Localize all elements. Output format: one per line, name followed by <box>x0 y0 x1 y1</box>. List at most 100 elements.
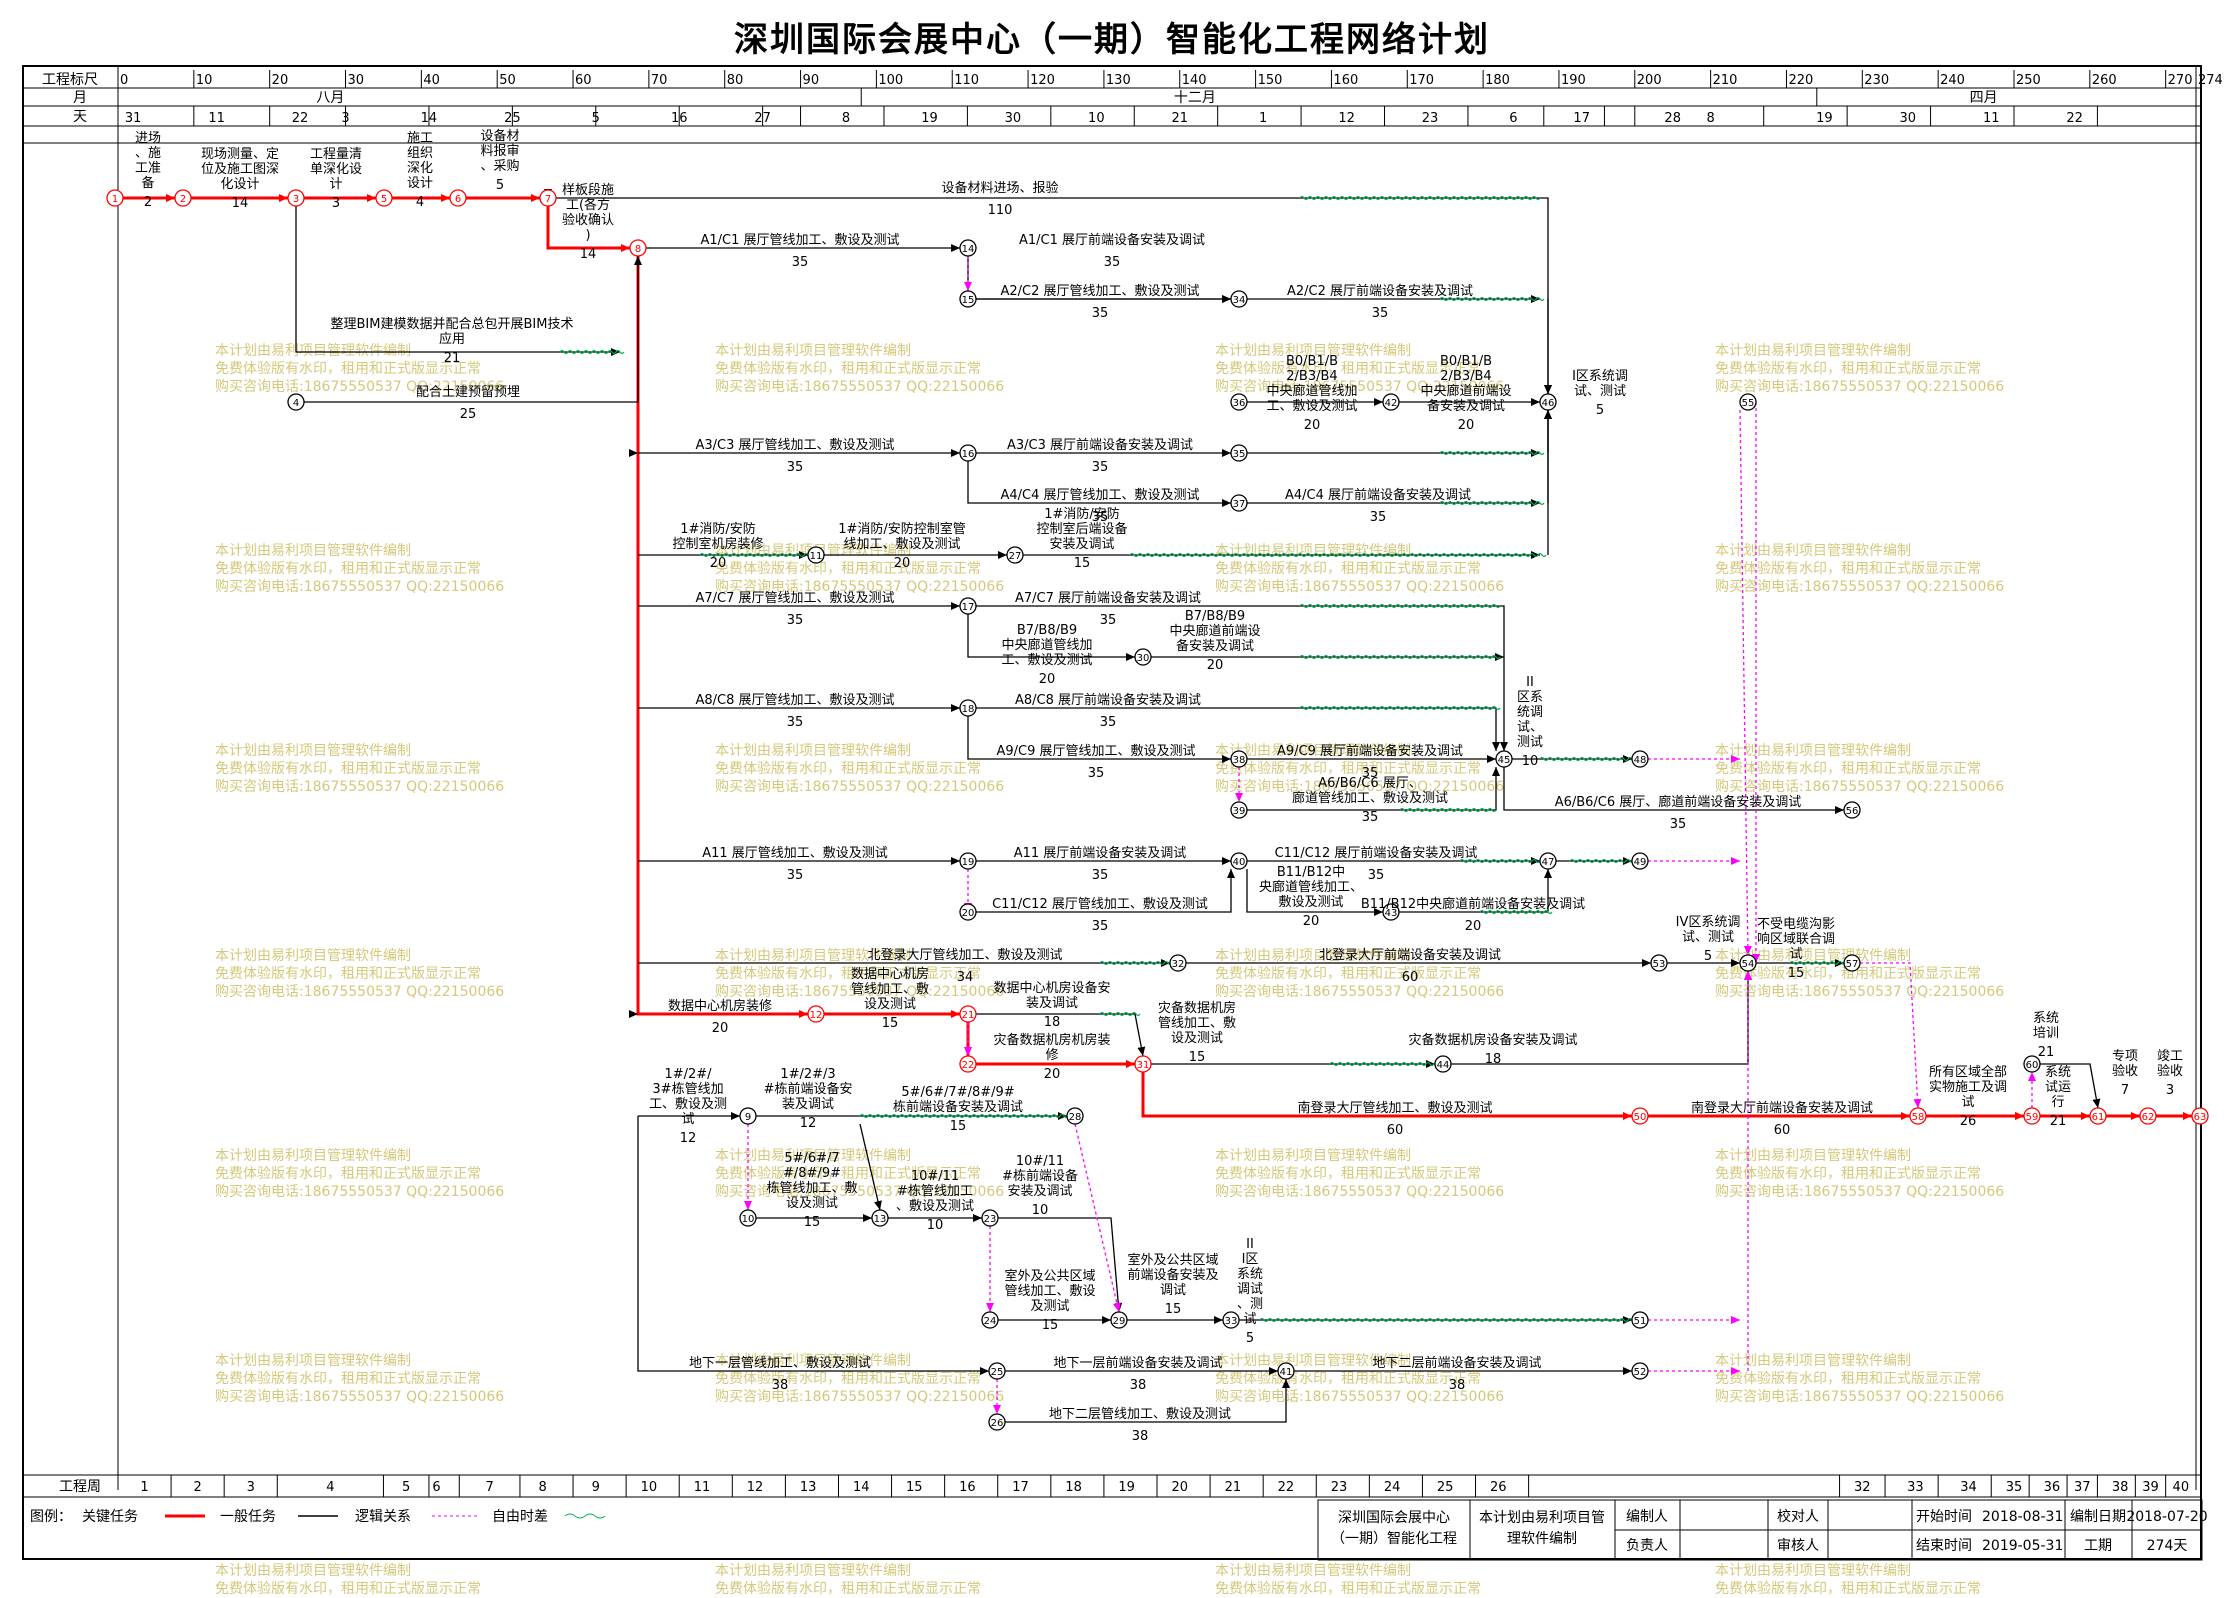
node-circle <box>2023 1107 2041 1125</box>
week-value: 2 <box>193 1480 201 1495</box>
node-number: 37 <box>1233 499 1246 510</box>
node-circle <box>1222 1311 1240 1329</box>
watermark-text: 购买咨询电话:18675550537 QQ:22150066 <box>1215 779 1504 795</box>
watermark-text: 购买咨询电话:18675550537 QQ:22150066 <box>215 1184 504 1200</box>
node-number: 55 <box>1742 398 1755 409</box>
ruler-tick-label: 80 <box>727 73 744 88</box>
watermark-text: 免费体验版有水印，租用和正式版显示正常 <box>1215 561 1481 577</box>
node-circle <box>959 852 977 870</box>
day-value: 28 <box>1664 111 1681 126</box>
activity-name: 1#/2#/ <box>664 1067 712 1082</box>
month-name: 八月 <box>316 90 344 106</box>
activity-name: A7/C7 展厅管线加工、敷设及测试 <box>695 591 894 606</box>
legend-float-label: 自由时差 <box>492 1509 548 1525</box>
node-circle <box>1230 290 1248 308</box>
free-float-line <box>1259 1317 1637 1323</box>
activity-name: 灾备数据机房 <box>1158 1000 1236 1016</box>
activity-arrow <box>976 869 1235 913</box>
footer-end-label: 结束时间 <box>1916 1538 1972 1554</box>
activity-name: 设及测试 <box>1171 1031 1223 1046</box>
activity-name: 试 <box>1961 1095 1974 1110</box>
node-circle <box>1539 393 1557 411</box>
activity-name: 10#/11 <box>1016 1154 1064 1169</box>
activity-duration: 20 <box>1465 919 1482 934</box>
watermark-text: 免费体验版有水印，租用和正式版显示正常 <box>1215 1166 1481 1182</box>
week-value: 5 <box>402 1480 410 1495</box>
activity-duration: 38 <box>1449 1378 1466 1393</box>
activity-name: 备 <box>141 175 154 191</box>
activity-name: 工、敷设及测 <box>649 1097 727 1112</box>
activity-name: 中央廊道管线加 <box>1266 383 1357 399</box>
watermark-text: 免费体验版有水印，租用和正式版显示正常 <box>1715 1166 1981 1182</box>
activity-name: 试 <box>1243 1312 1256 1327</box>
ruler-tick-label: 110 <box>954 73 979 88</box>
watermark-text: 免费体验版有水印，租用和正式版显示正常 <box>1215 761 1481 777</box>
activity-duration: 35 <box>1092 460 1109 475</box>
activity-name: 北登录大厅管线加工、敷设及测试 <box>867 948 1062 963</box>
watermark-text: 免费体验版有水印，租用和正式版显示正常 <box>1215 1581 1481 1597</box>
node-number: 6 <box>455 194 461 205</box>
node-number: 19 <box>962 857 975 868</box>
node-circle <box>449 189 467 207</box>
month-name: 十二月 <box>1174 90 1216 106</box>
day-value: 22 <box>292 111 309 126</box>
activity-name: 、测 <box>1237 1297 1263 1312</box>
activity-name: A9/C9 展厅管线加工、敷设及测试 <box>996 744 1195 759</box>
ruler-tick-label: 240 <box>1940 73 1965 88</box>
activity-name: C11/C12 展厅前端设备安装及调试 <box>1275 845 1478 861</box>
activity-name: 北登录大厅前端设备安装及调试 <box>1319 947 1501 963</box>
activity-arrow <box>637 1116 989 1375</box>
watermark-text: 免费体验版有水印，租用和正式版显示正常 <box>1715 1581 1981 1597</box>
node-circle <box>1230 801 1248 819</box>
watermark-text: 免费体验版有水印，租用和正式版显示正常 <box>1215 361 1481 377</box>
watermark-text: 购买咨询电话:18675550537 QQ:22150066 <box>215 579 504 595</box>
watermark-text: 本计划由易利项目管理软件编制 <box>1215 1148 1411 1164</box>
activity-name: A11 展厅前端设备安装及调试 <box>1014 845 1187 861</box>
node-number: 43 <box>1385 908 1398 919</box>
activity-name: A7/C7 展厅前端设备安装及调试 <box>1015 590 1201 606</box>
node-number: 5 <box>381 194 387 205</box>
free-float-line <box>1299 654 1501 660</box>
week-value: 13 <box>800 1480 817 1495</box>
legend-float-line <box>564 1513 606 1519</box>
watermark-text: 购买咨询电话:18675550537 QQ:22150066 <box>1715 1184 2004 1200</box>
activity-arrow <box>1860 962 1922 1109</box>
activity-name: 装及调试 <box>782 1097 834 1112</box>
week-label: 工程周 <box>59 1479 101 1495</box>
ruler-tick-label: 200 <box>1637 73 1662 88</box>
week-value: 21 <box>1225 1480 1242 1495</box>
node-circle <box>1739 393 1757 411</box>
watermark-text: 免费体验版有水印，租用和正式版显示正常 <box>715 1371 981 1387</box>
node-number: 22 <box>962 1060 975 1071</box>
watermark-text: 免费体验版有水印，租用和正式版显示正常 <box>215 761 481 777</box>
activity-name: IV区系统调 <box>1676 915 1741 930</box>
ruler-tick-label: 180 <box>1485 73 1510 88</box>
week-value: 19 <box>1118 1480 1135 1495</box>
activity-arrow <box>976 605 1508 751</box>
activity-arrow <box>1246 869 1383 916</box>
node-number: 57 <box>1846 959 1859 970</box>
watermark-text: 购买咨询电话:18675550537 QQ:22150066 <box>215 379 504 395</box>
day-value: 11 <box>1983 111 2000 126</box>
node-number: 28 <box>1069 1112 1082 1123</box>
activity-duration: 15 <box>1788 966 1805 981</box>
activity-name: A3/C3 展厅前端设备安装及调试 <box>1007 437 1193 453</box>
activity-duration: 35 <box>1092 868 1109 883</box>
activity-name: 区系 <box>1517 690 1543 705</box>
ruler-tick-label: 20 <box>272 73 289 88</box>
activity-name: 2/B3/B4 <box>1440 369 1491 384</box>
activity-name: 进场 <box>135 131 161 146</box>
activity-duration: 60 <box>1774 1123 1791 1138</box>
activity-duration: 60 <box>1387 1123 1404 1138</box>
node-number: 34 <box>1233 295 1246 306</box>
activity-name: A9/C9 展厅前端设备安装及调试 <box>1277 743 1463 759</box>
watermark-text: 免费体验版有水印，租用和正式版显示正常 <box>1715 561 1981 577</box>
ruler-tick-label: 210 <box>1713 73 1738 88</box>
day-value: 30 <box>1900 111 1917 126</box>
activity-duration: 18 <box>1044 1015 1061 1030</box>
free-float-line <box>859 1113 1069 1119</box>
activity-duration: 14 <box>232 196 249 211</box>
activity-duration: 110 <box>988 203 1013 218</box>
node-circle <box>1739 954 1757 972</box>
free-float-line <box>1329 1061 1435 1067</box>
